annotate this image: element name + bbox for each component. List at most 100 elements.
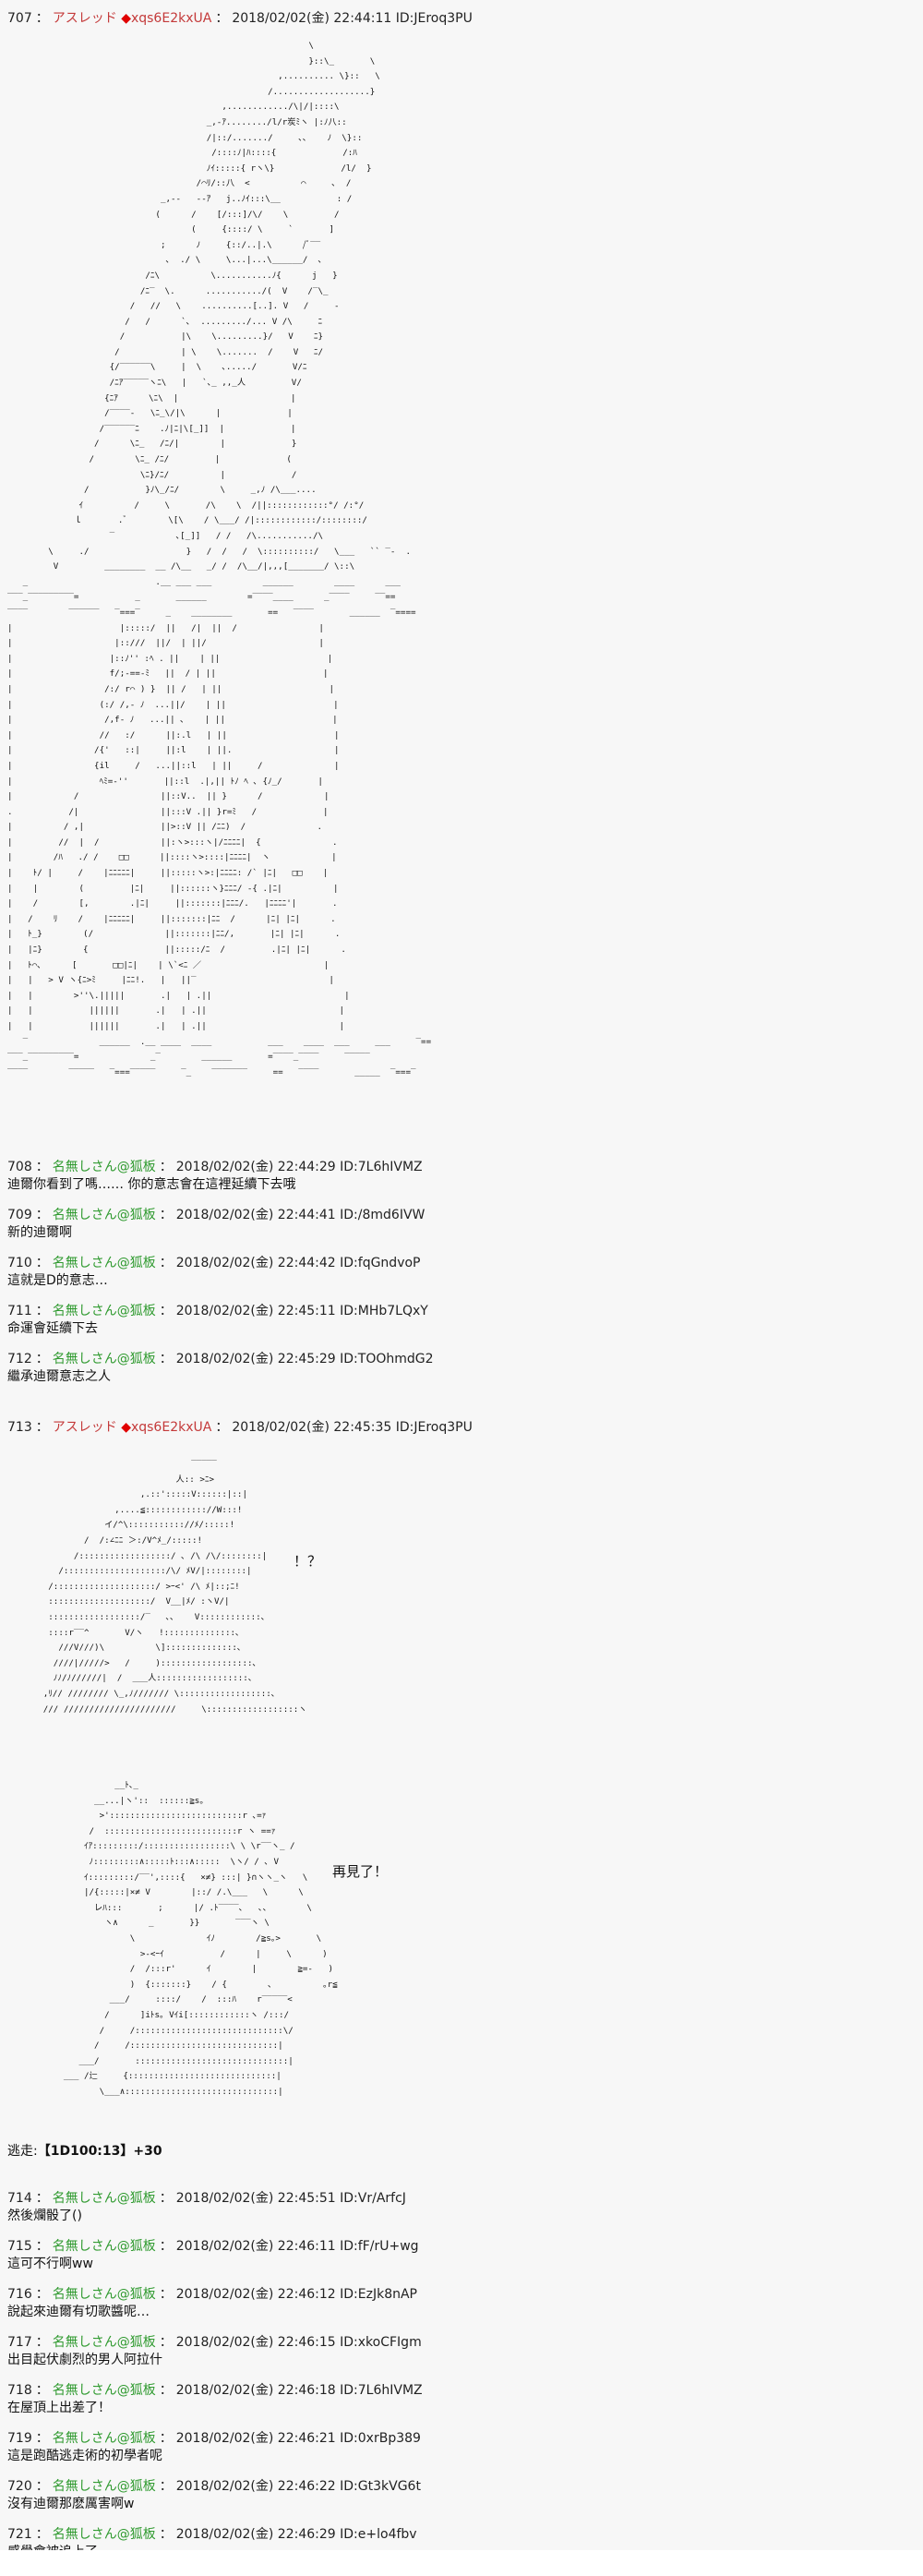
post-id[interactable]: ID:MHb7LQxY bbox=[340, 1304, 428, 1318]
dice-result: 【1D100:13】 bbox=[37, 2144, 134, 2159]
post-date: 2018/02/02(金) 22:45:29 bbox=[175, 1352, 336, 1366]
post-id[interactable]: ID:fqGndvoP bbox=[340, 1256, 421, 1270]
caption-farewell: 再見了！ bbox=[332, 1863, 389, 1880]
separator: ： bbox=[159, 2239, 173, 2254]
ascii-art-713-farewell: __ﾄ､_ __...|ヽ':: ::::::≧s｡ >':::::::::::… bbox=[63, 1780, 338, 2097]
post-date: 2018/02/02(金) 22:46:29 bbox=[175, 2527, 336, 2542]
post-id[interactable]: ID:EzJk8nAP bbox=[340, 2287, 417, 2302]
post-header-710: 710：名無しさん@狐板：2018/02/02(金) 22:44:42 ID:f… bbox=[7, 1256, 420, 1271]
post-header-715: 715：名無しさん@狐板：2018/02/02(金) 22:46:11 ID:f… bbox=[7, 2239, 419, 2255]
post-id[interactable]: ID:JEroq3PU bbox=[395, 11, 473, 26]
poster-name: アスレッド bbox=[52, 11, 117, 26]
poster-name: 名無しさん@狐板 bbox=[52, 2335, 156, 2350]
post-number[interactable]: 721 bbox=[7, 2527, 32, 2542]
post-number[interactable]: 718 bbox=[7, 2383, 32, 2398]
post-date: 2018/02/02(金) 22:45:51 bbox=[175, 2191, 336, 2206]
separator: ： bbox=[215, 11, 229, 26]
trip-diamond-icon: ◆ bbox=[121, 11, 131, 26]
post-body-711: 命運會延續下去 bbox=[7, 1321, 98, 1336]
trip-diamond-icon: ◆ bbox=[121, 1420, 131, 1435]
poster-name: アスレッド bbox=[52, 1420, 117, 1435]
post-id[interactable]: ID:JEroq3PU bbox=[395, 1420, 473, 1435]
separator: ： bbox=[159, 1352, 173, 1366]
post-number[interactable]: 713 bbox=[7, 1420, 32, 1435]
separator: ： bbox=[35, 1160, 49, 1174]
post-header-714: 714：名無しさん@狐板：2018/02/02(金) 22:45:51 ID:V… bbox=[7, 2191, 406, 2207]
post-header-718: 718：名無しさん@狐板：2018/02/02(金) 22:46:18 ID:7… bbox=[7, 2383, 423, 2399]
poster-name: 名無しさん@狐板 bbox=[52, 1208, 156, 1222]
separator: ： bbox=[35, 1352, 49, 1366]
separator: ： bbox=[159, 2479, 173, 2494]
separator: ： bbox=[159, 2383, 173, 2398]
post-body-716: 說起來迪爾有切歌醬呢… bbox=[7, 2305, 150, 2319]
post-id[interactable]: ID:0xrBp389 bbox=[340, 2431, 421, 2446]
post-date: 2018/02/02(金) 22:44:42 bbox=[175, 1256, 336, 1270]
post-number[interactable]: 711 bbox=[7, 1304, 32, 1318]
post-body-714: 然後爛骰了() bbox=[7, 2209, 82, 2223]
post-date: 2018/02/02(金) 22:46:12 bbox=[175, 2287, 336, 2302]
poster-name: 名無しさん@狐板 bbox=[52, 1304, 156, 1318]
dice-label: 逃走: bbox=[7, 2144, 38, 2159]
post-id[interactable]: ID:7L6hIVMZ bbox=[340, 1160, 423, 1174]
separator: ： bbox=[35, 2191, 49, 2206]
post-id[interactable]: ID:fF/rU+wg bbox=[340, 2239, 419, 2254]
post-id[interactable]: ID:/8md6IVW bbox=[340, 1208, 426, 1222]
post-body-721-cut: 感覺會被追上了 bbox=[7, 2545, 98, 2550]
separator: ： bbox=[35, 11, 49, 26]
post-header-713: 713：アスレッド ◆xqs6E2kxUA：2018/02/02(金) 22:4… bbox=[7, 1420, 473, 1436]
post-body-712: 繼承迪爾意志之人 bbox=[7, 1369, 111, 1384]
post-body-709: 新的迪爾啊 bbox=[7, 1225, 72, 1240]
post-header-709: 709：名無しさん@狐板：2018/02/02(金) 22:44:41 ID:/… bbox=[7, 1208, 425, 1223]
separator: ： bbox=[35, 2479, 49, 2494]
post-number[interactable]: 709 bbox=[7, 1208, 32, 1222]
separator: ： bbox=[159, 2191, 173, 2206]
post-number[interactable]: 720 bbox=[7, 2479, 32, 2494]
separator: ： bbox=[35, 2239, 49, 2254]
post-id[interactable]: ID:Gt3kVG6t bbox=[340, 2479, 421, 2494]
post-header-720: 720：名無しさん@狐板：2018/02/02(金) 22:46:22 ID:G… bbox=[7, 2479, 421, 2495]
post-body-710: 這就是D的意志… bbox=[7, 1273, 108, 1288]
post-id[interactable]: ID:7L6hIVMZ bbox=[340, 2383, 423, 2398]
post-number[interactable]: 717 bbox=[7, 2335, 32, 2350]
post-header-712: 712：名無しさん@狐板：2018/02/02(金) 22:45:29 ID:T… bbox=[7, 1352, 434, 1367]
separator: ： bbox=[35, 2431, 49, 2446]
separator: ： bbox=[159, 1160, 173, 1174]
post-body-718: 在屋頂上出差了！ bbox=[7, 2401, 111, 2415]
post-date: 2018/02/02(金) 22:44:41 bbox=[175, 1208, 336, 1222]
post-date: 2018/02/02(金) 22:45:11 bbox=[175, 1304, 336, 1318]
separator: ： bbox=[35, 2383, 49, 2398]
separator: ： bbox=[35, 2335, 49, 2350]
post-number[interactable]: 719 bbox=[7, 2431, 32, 2446]
post-id[interactable]: ID:Vr/ArfcJ bbox=[340, 2191, 406, 2206]
separator: ： bbox=[159, 2431, 173, 2446]
post-number[interactable]: 714 bbox=[7, 2191, 32, 2206]
post-id[interactable]: ID:e+lo4fbv bbox=[340, 2527, 417, 2542]
post-number[interactable]: 707 bbox=[7, 11, 32, 26]
post-date: 2018/02/02(金) 22:46:11 bbox=[175, 2239, 336, 2254]
post-number[interactable]: 712 bbox=[7, 1352, 32, 1366]
separator: ： bbox=[35, 1420, 49, 1435]
poster-name: 名無しさん@狐板 bbox=[52, 2191, 156, 2206]
ascii-art-707: \ }::\_ \ ,.......... \}:: \ bbox=[7, 41, 432, 1077]
post-body-717: 出目起伏劇烈的男人阿拉什 bbox=[7, 2353, 162, 2367]
post-header-719: 719：名無しさん@狐板：2018/02/02(金) 22:46:21 ID:0… bbox=[7, 2431, 421, 2447]
poster-name: 名無しさん@狐板 bbox=[52, 1352, 156, 1366]
post-number[interactable]: 716 bbox=[7, 2287, 32, 2302]
dice-modifier: +30 bbox=[133, 2144, 162, 2159]
post-number[interactable]: 708 bbox=[7, 1160, 32, 1174]
post-date: 2018/02/02(金) 22:45:35 bbox=[232, 1420, 392, 1435]
separator: ： bbox=[35, 1256, 49, 1270]
separator: ： bbox=[159, 2335, 173, 2350]
post-date: 2018/02/02(金) 22:46:15 bbox=[175, 2335, 336, 2350]
post-id[interactable]: ID:TOOhmdG2 bbox=[340, 1352, 434, 1366]
separator: ： bbox=[159, 1304, 173, 1318]
separator: ： bbox=[35, 2287, 49, 2302]
post-date: 2018/02/02(金) 22:44:29 bbox=[175, 1160, 336, 1174]
poster-name: 名無しさん@狐板 bbox=[52, 2479, 156, 2494]
poster-name: 名無しさん@狐板 bbox=[52, 2431, 156, 2446]
post-number[interactable]: 710 bbox=[7, 1256, 32, 1270]
tripcode: xqs6E2kxUA bbox=[130, 11, 212, 26]
post-id[interactable]: ID:xkoCFIgm bbox=[340, 2335, 422, 2350]
post-number[interactable]: 715 bbox=[7, 2239, 32, 2254]
